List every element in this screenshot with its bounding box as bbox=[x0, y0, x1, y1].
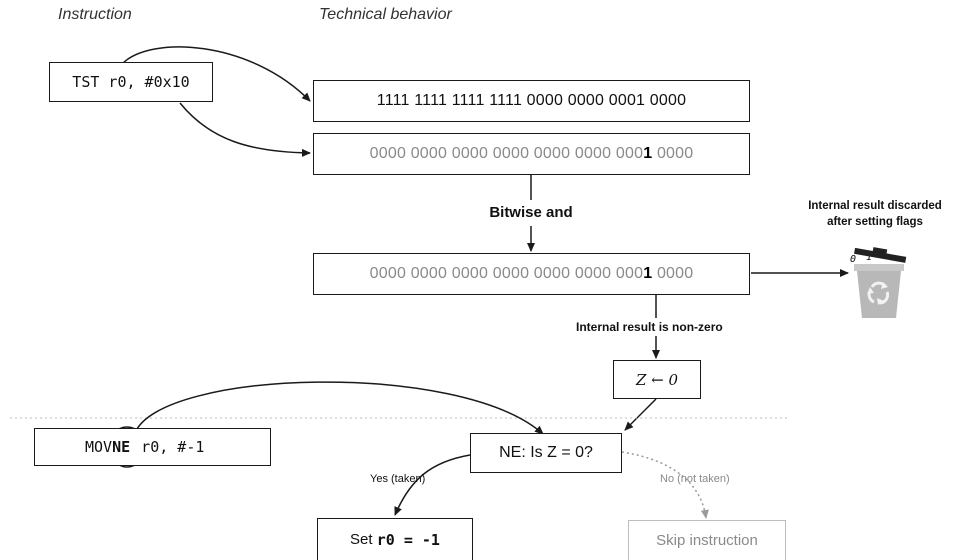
set-result-prefix: Set bbox=[350, 531, 377, 548]
movne-suffix: r0, #-1 bbox=[132, 438, 205, 456]
tst-instruction-box: TST r0, #0x10 bbox=[49, 62, 213, 102]
result-bits-highlight: 1 bbox=[643, 265, 653, 282]
skip-instruction-text: Skip instruction bbox=[656, 532, 758, 549]
register-bits-box: 1111 1111 1111 1111 0000 0000 0001 0000 bbox=[313, 80, 750, 122]
ne-to-condition-arrow bbox=[134, 381, 544, 435]
discard-note-line2: after setting flags bbox=[827, 216, 923, 228]
z-to-condition-arrow bbox=[624, 398, 657, 431]
immediate-bits-suffix: 0000 bbox=[652, 145, 694, 162]
yes-arrow bbox=[394, 454, 471, 516]
result-bits-prefix: 0000 0000 0000 0000 0000 0000 000 bbox=[369, 265, 644, 282]
z-assign-text: Z ← 0 bbox=[635, 370, 679, 389]
no-arrow bbox=[621, 451, 709, 519]
z-flag-box: Z ← 0 bbox=[613, 360, 701, 399]
immediate-bits-box: 0000 0000 0000 0000 0000 0000 0001 0000 bbox=[313, 133, 750, 175]
immediate-bits-prefix: 0000 0000 0000 0000 0000 0000 000 bbox=[369, 145, 644, 162]
yes-label: Yes (taken) bbox=[370, 473, 426, 485]
recycle-bin-icon: 0 1 bbox=[850, 247, 907, 318]
technical-behavior-header: Technical behavior bbox=[319, 6, 452, 23]
svg-text:0: 0 bbox=[850, 254, 856, 265]
svg-text:1: 1 bbox=[866, 252, 872, 263]
result-bits-suffix: 0000 bbox=[652, 265, 694, 282]
instruction-header: Instruction bbox=[58, 6, 132, 23]
tst-instruction-text: TST r0, #0x10 bbox=[72, 73, 190, 91]
tst-to-immediate-arrow bbox=[179, 102, 311, 157]
condition-box: NE: Is Z = 0? bbox=[470, 433, 622, 473]
discard-note-line1: Internal result discarded bbox=[808, 200, 942, 212]
set-result-value: r0 = -1 bbox=[376, 530, 440, 549]
movne-prefix: MOV bbox=[85, 438, 113, 456]
set-result-box: Set r0 = -1 bbox=[317, 518, 473, 560]
movne-condition: NE bbox=[112, 438, 131, 456]
skip-instruction-box: Skip instruction bbox=[628, 520, 786, 560]
result-bits-box: 0000 0000 0000 0000 0000 0000 0001 0000 bbox=[313, 253, 750, 295]
condition-text: NE: Is Z = 0? bbox=[499, 444, 593, 461]
no-label: No (not taken) bbox=[660, 473, 730, 485]
bitwise-and-label: Bitwise and bbox=[489, 204, 573, 221]
register-bits-text: 1111 1111 1111 1111 0000 0000 0001 0000 bbox=[376, 92, 687, 109]
nonzero-label: Internal result is non-zero bbox=[576, 320, 723, 334]
tst-to-register-arrow bbox=[121, 46, 311, 102]
immediate-bits-highlight: 1 bbox=[643, 145, 653, 162]
discard-note: Internal result discarded after setting … bbox=[790, 198, 957, 230]
